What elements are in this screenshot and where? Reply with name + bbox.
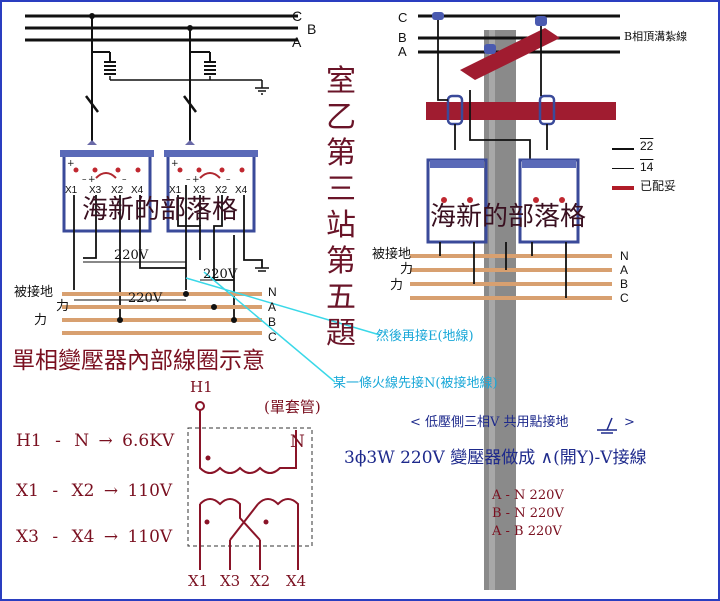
- t2-minus2: –: [226, 175, 231, 185]
- note-header-end: >: [624, 415, 635, 430]
- rating-to: X2: [71, 481, 95, 501]
- rating-sep: -: [52, 527, 59, 547]
- t1-minus2: –: [122, 175, 127, 185]
- note-header: < 低壓側三相V 共用點接地: [410, 415, 569, 430]
- rating-value: 110V: [127, 527, 173, 547]
- left-label-force1: 力: [56, 299, 70, 314]
- left-bus-c: C: [268, 330, 277, 344]
- t2-x2: X2: [215, 185, 228, 196]
- left-voltage-right: 220V: [203, 267, 238, 282]
- legend-line-22: [612, 148, 634, 150]
- rating-sep: -: [52, 481, 59, 501]
- left-phase-b: B: [307, 21, 317, 37]
- legend-label-ready: 已配妥: [640, 179, 677, 193]
- vertical-title-char: 五: [326, 280, 356, 315]
- rating-from: X3: [16, 527, 39, 547]
- rating-from: H1: [16, 431, 42, 451]
- section-title: 單相變壓器內部線圈示意: [12, 348, 265, 374]
- t1-x4: X4: [131, 185, 144, 196]
- vertical-title-char: 站: [326, 208, 356, 243]
- rating-arrow: →: [103, 527, 119, 547]
- vertical-title-char: 題: [326, 316, 356, 351]
- rating-arrow: →: [98, 431, 113, 451]
- voltage-ab: A - B 220V: [492, 524, 562, 539]
- t1-x3: X3: [89, 185, 102, 196]
- winding-x4: X4: [286, 572, 307, 590]
- right-label-force1: 力: [400, 262, 414, 277]
- rating-row: X3 - X4 → 110V: [16, 529, 172, 546]
- t2-plus2: +: [192, 175, 200, 185]
- rating-sep: -: [55, 431, 61, 451]
- left-voltage-bottom: 220V: [128, 291, 163, 306]
- legend-label-22: 22: [640, 139, 654, 153]
- annotation-fire-first: 某一條火線先接N(被接地線): [333, 376, 498, 391]
- winding-x1: X1: [188, 572, 209, 590]
- rating-to: X4: [71, 527, 95, 547]
- vertical-title-char: 三: [326, 172, 356, 207]
- right-watermark: 海新的部落格: [430, 202, 587, 232]
- rating-to: N: [74, 431, 90, 451]
- rating-from: X1: [16, 481, 39, 501]
- ground-icon: [594, 412, 620, 439]
- left-watermark: 海新的部落格: [82, 195, 239, 225]
- rating-value: 6.6KV: [122, 431, 175, 451]
- t2-x1: X1: [169, 185, 182, 196]
- rating-arrow: →: [103, 481, 119, 501]
- legend-bar-ready: [612, 186, 634, 190]
- right-phase-a: A: [398, 44, 407, 59]
- t2-minus1: –: [186, 175, 191, 185]
- t2-plus1: +: [171, 159, 179, 169]
- voltage-an: A - N 220V: [492, 488, 564, 503]
- winding-n: N: [290, 432, 305, 452]
- legend-line-14: [612, 168, 634, 169]
- rating-value: 110V: [127, 481, 173, 501]
- right-phase-b: B: [398, 30, 407, 45]
- t1-plus2: +: [88, 175, 96, 185]
- left-label-grounded: 被接地: [14, 285, 54, 300]
- single-bushing: (單套管): [264, 398, 321, 416]
- left-phase-a: A: [292, 34, 302, 50]
- vertical-title-char: 第: [326, 244, 356, 279]
- right-phase-c: C: [398, 10, 408, 25]
- winding-x2: X2: [250, 572, 271, 590]
- t1-minus1: –: [82, 175, 87, 185]
- vertical-title-char: 乙: [326, 100, 356, 135]
- left-phase-c: C: [292, 8, 303, 24]
- left-bus-b: B: [268, 315, 277, 329]
- t2-x4: X4: [235, 185, 248, 196]
- right-label-force2: 力: [390, 278, 404, 293]
- winding-x3: X3: [220, 572, 241, 590]
- t1-x1: X1: [65, 185, 78, 196]
- connection-title: 3ϕ3W 220V 變壓器做成 ∧(開Y)-V接線: [344, 448, 647, 468]
- right-label-grounded: 被接地: [372, 247, 412, 262]
- annotation-ground-later: 然後再接E(地線): [376, 329, 474, 344]
- left-bus-n: N: [268, 285, 277, 299]
- left-voltage-top: 220V: [114, 248, 149, 263]
- left-bus-a: A: [268, 300, 277, 314]
- vertical-title-char: 室: [326, 64, 356, 99]
- voltage-bn: B - N 220V: [492, 506, 564, 521]
- rating-row: H1 - N → 6.6KV: [16, 433, 174, 450]
- crossarm-label: B相頂溝紮線: [624, 30, 688, 43]
- vertical-title-char: 第: [326, 136, 356, 171]
- t1-x2: X2: [111, 185, 124, 196]
- right-bus-a: A: [620, 263, 629, 277]
- right-bus-n: N: [620, 249, 629, 263]
- rating-row: X1 - X2 → 110V: [16, 483, 172, 500]
- t1-plus1: +: [67, 159, 75, 169]
- right-bus-c: C: [620, 291, 629, 305]
- t2-x3: X3: [193, 185, 206, 196]
- right-bus-b: B: [620, 277, 629, 291]
- left-label-force2: 力: [34, 313, 48, 328]
- legend-label-14: 14: [640, 160, 654, 174]
- winding-h1: H1: [190, 378, 213, 396]
